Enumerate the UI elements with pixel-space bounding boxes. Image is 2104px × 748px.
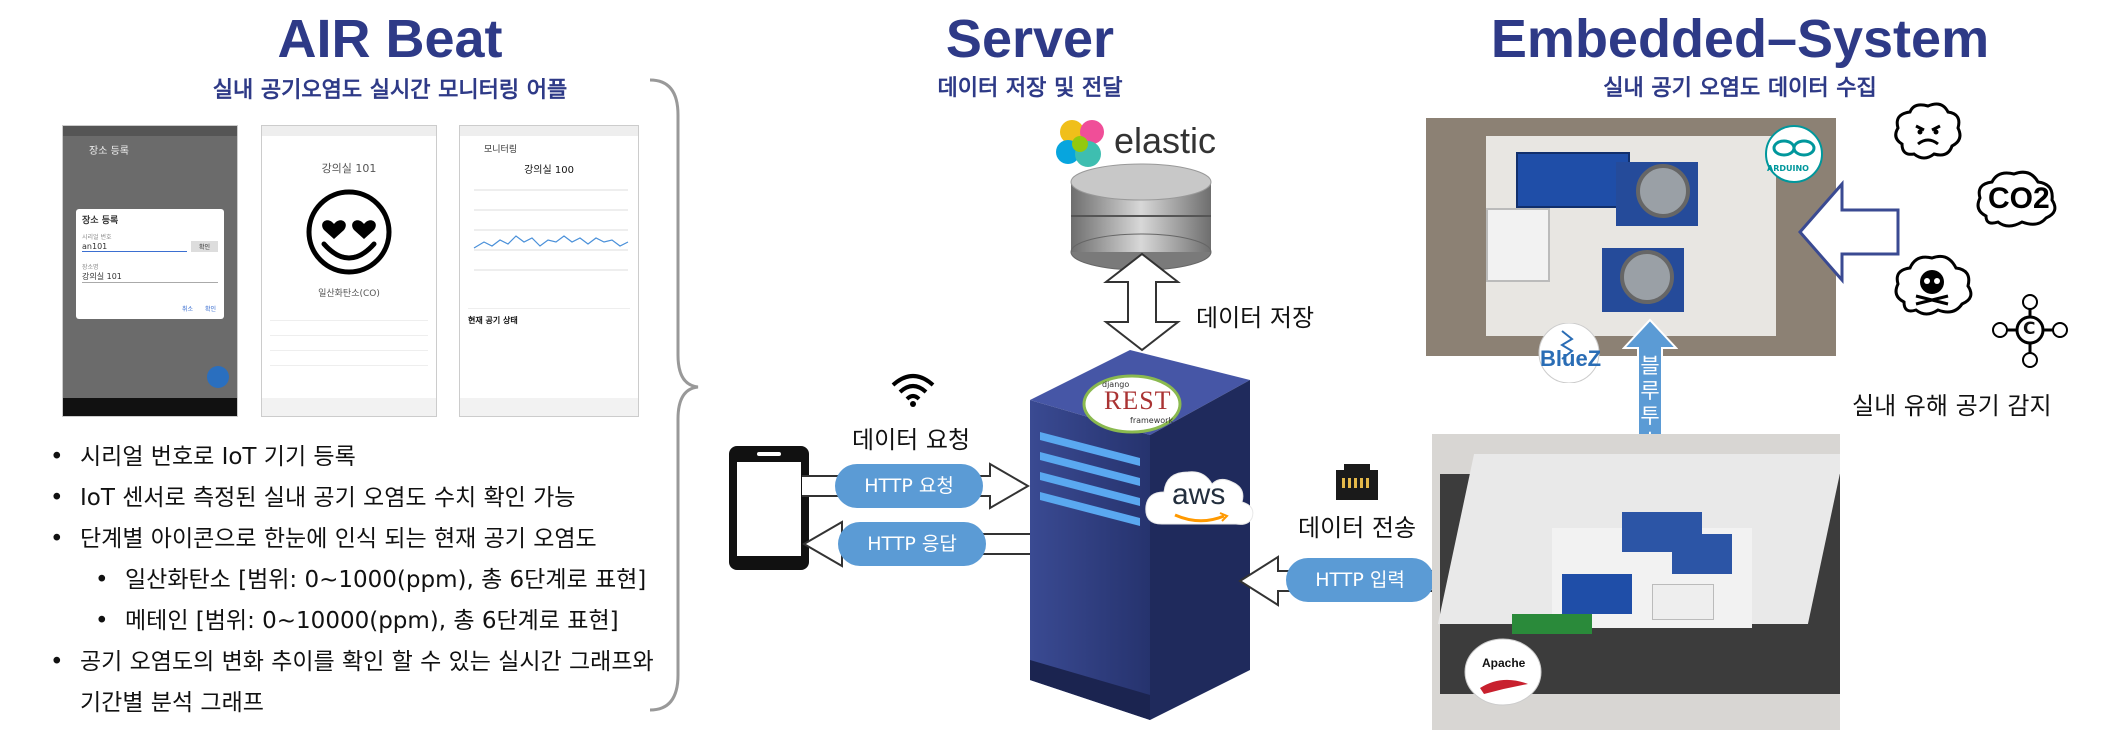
status-values (270, 306, 428, 366)
database-icon (1070, 163, 1212, 271)
rest-label: REST (1104, 386, 1172, 415)
ethernet-port-icon (1336, 464, 1378, 500)
feature-subitem: 일산화탄소 [범위: 0~1000(ppm), 총 6단계로 표현] (95, 560, 720, 601)
grouping-brace (649, 78, 699, 712)
request-label: 데이터 요청 (852, 426, 971, 454)
monitor-chart-title: 강의실 100 (524, 165, 574, 176)
arduino-logo-icon (1765, 125, 1823, 183)
server-title: Server (945, 9, 1115, 69)
transfer-label: 데이터 전송 (1298, 514, 1417, 542)
django-label: django (1102, 380, 1130, 389)
app-subtitle: 실내 공기오염도 실시간 모니터링 어플 (212, 78, 568, 103)
aws-cloud-icon (1145, 471, 1254, 525)
nav-bar (262, 398, 436, 416)
feature-subitem: 메테인 [범위: 0~10000(ppm), 총 6단계로 표현] (95, 601, 720, 642)
screenshot-register: 장소 등록 장소 등록 시리얼 번호 an101 확인 장소명 강의실 101 … (62, 125, 238, 417)
co2-label: CO2 (1988, 182, 2050, 215)
detect-label: 실내 유해 공기 감지 (1852, 392, 2052, 420)
fab-button[interactable] (207, 366, 229, 388)
screenshot-monitoring: 모니터링 강의실 100 현재 공기 상태 (459, 125, 639, 417)
smiley-love-icon (306, 189, 392, 275)
framework-label: framework (1130, 416, 1174, 425)
embedded-title: Embedded–System (1490, 9, 1990, 69)
django-rest-badge (1082, 374, 1182, 434)
ok-button[interactable]: 확인 (204, 306, 216, 313)
feature-item: IoT 센서로 측정된 실내 공기 오염도 수치 확인 가능 (50, 478, 720, 519)
feature-item: 단계별 아이콘으로 한눈에 인식 되는 현재 공기 오염도 (50, 519, 720, 560)
apache-label: Apache (1482, 656, 1526, 670)
status-caption: 일산화탄소(CO) (318, 289, 380, 299)
smartphone-icon (729, 446, 809, 570)
bluez-label: BlueZ (1540, 346, 1602, 371)
feature-item: 공기 오염도의 변화 추이를 확인 할 수 있는 실시간 그래프와 (50, 642, 720, 683)
store-double-arrow (1103, 252, 1181, 352)
state-title: 현재 공기 상태 (468, 316, 518, 325)
apache-logo-icon (1464, 638, 1542, 706)
elastic-label: elastic (1114, 120, 1217, 161)
monitor-header: 모니터링 (484, 145, 518, 155)
http-response-pill: HTTP 응답 (838, 522, 986, 566)
methane-molecule-icon (1992, 294, 2068, 368)
co2-cloud-icon (1976, 170, 2057, 228)
methane-carbon-label: C (2023, 319, 2036, 339)
feature-item: 시리얼 번호로 IoT 기기 등록 (50, 437, 720, 478)
http-request-pill: HTTP 요청 (835, 464, 983, 508)
embedded-subtitle: 실내 공기 오염도 데이터 수집 (1603, 76, 1877, 101)
name-label: 장소명 (82, 264, 99, 271)
status-title: 강의실 101 (321, 162, 377, 175)
feature-item-continued: 기간별 분석 그래프 (80, 690, 264, 716)
nav-bar (63, 398, 237, 416)
http-input-pill: HTTP 입력 (1286, 558, 1434, 602)
serial-input[interactable]: an101 (82, 242, 187, 252)
elastic-logo-icon (1056, 120, 1104, 167)
server-subtitle: 데이터 저장 및 전달 (937, 76, 1123, 101)
cancel-button[interactable]: 취소 (181, 306, 194, 313)
bluez-logo-icon (1538, 323, 1600, 383)
serial-label: 시리얼 번호 (82, 234, 112, 241)
server-tower-icon (1030, 350, 1250, 720)
app-title: AIR Beat (277, 9, 503, 69)
feature-list: 시리얼 번호로 IoT 기기 등록 IoT 센서로 측정된 실내 공기 오염도 … (50, 437, 720, 724)
aws-smile-icon (1174, 512, 1229, 523)
aws-label: aws (1172, 478, 1226, 511)
wifi-icon (891, 374, 935, 407)
name-input[interactable]: 강의실 101 (82, 271, 218, 283)
skull-cloud-icon (1894, 254, 1973, 316)
nav-bar (460, 398, 638, 416)
register-header: 장소 등록 (89, 146, 129, 157)
device-box-photo (1432, 434, 1840, 730)
register-dialog: 장소 등록 시리얼 번호 an101 확인 장소명 강의실 101 취소 확인 (76, 209, 224, 319)
monitor-line-chart (473, 189, 629, 271)
angry-cloud-icon (1894, 102, 1962, 160)
store-label: 데이터 저장 (1196, 304, 1315, 332)
input-arrow (1798, 180, 1900, 284)
dialog-title: 장소 등록 (82, 216, 119, 226)
arduino-label: ARDUINO (1767, 164, 1809, 173)
check-button[interactable]: 확인 (190, 241, 218, 252)
screenshot-status: 강의실 101 일산화탄소(CO) (261, 125, 437, 417)
